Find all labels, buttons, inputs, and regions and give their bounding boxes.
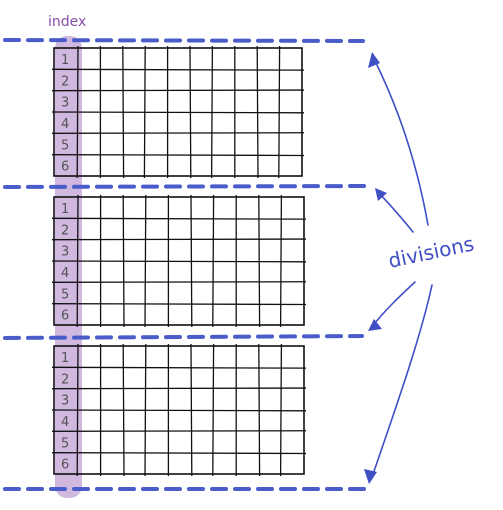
row-index-number: 2 [61,223,69,238]
row-index-number: 5 [61,138,69,153]
row-index-number: 5 [61,436,69,451]
grid-row-line [51,366,307,369]
grid-column-line [256,45,259,179]
grid-row-line [51,260,307,263]
arrow-to-line-1 [371,54,429,226]
row-index-number: 6 [61,458,69,473]
row-index-number: 2 [61,74,69,89]
grid-column-line [258,343,261,477]
arrowheads [364,52,387,484]
grid-row-line [51,430,307,432]
row-index-number: 4 [61,266,69,281]
grid-row-line [51,68,305,71]
division-line-3 [3,334,364,340]
grid-column-line [279,343,283,477]
grid-row-line [51,409,307,412]
index-label: index [48,14,86,30]
grid-row-line [51,111,305,114]
row-index-number: 1 [61,53,69,68]
divisions-label: divisions [386,231,476,273]
row-index-number: 3 [61,245,69,260]
grid-row-line [51,217,307,220]
grid-column-line [278,45,281,179]
grid-row-line [51,281,307,283]
row-index-number: 2 [61,372,69,387]
arrowhead-2 [375,188,387,201]
grid-column-line [279,194,283,328]
division-line-2 [3,184,370,189]
grid-row-line [51,303,307,306]
grid-row-line [51,387,307,390]
arrowhead-4 [364,469,377,484]
table-block-1: 1 2 3 4 5 6 [51,45,305,179]
grid-row-line [51,238,307,241]
arrowhead-1 [368,52,380,68]
grid-row-line [51,154,305,157]
arrowhead-3 [368,319,382,331]
row-index-number: 6 [61,160,69,175]
grid-row-line [51,89,305,92]
grid-row-line [51,452,307,455]
row-index-number: 4 [61,117,69,132]
table-block-2: 1 2 3 4 5 6 [51,194,307,328]
arrow-to-line-3 [370,281,416,329]
row-index-number: 3 [61,394,69,409]
division-line-1 [3,38,365,43]
row-index-number: 5 [61,287,69,302]
table-block-3: 1 2 3 4 5 6 [51,343,307,477]
row-index-number: 6 [61,309,69,324]
grid-row-line [51,132,305,134]
row-index-number: 4 [61,415,69,430]
row-index-number: 3 [61,96,69,111]
grid-column-line [258,194,261,328]
arrow-to-line-2 [377,191,414,233]
index-highlight-bar [55,36,82,498]
row-index-number: 1 [61,202,69,217]
arrow-to-line-4 [370,284,433,481]
table-blocks: 1 2 3 4 5 6 1 2 3 4 5 6 1 2 3 4 5 6 [51,45,307,477]
row-index-number: 1 [61,351,69,366]
